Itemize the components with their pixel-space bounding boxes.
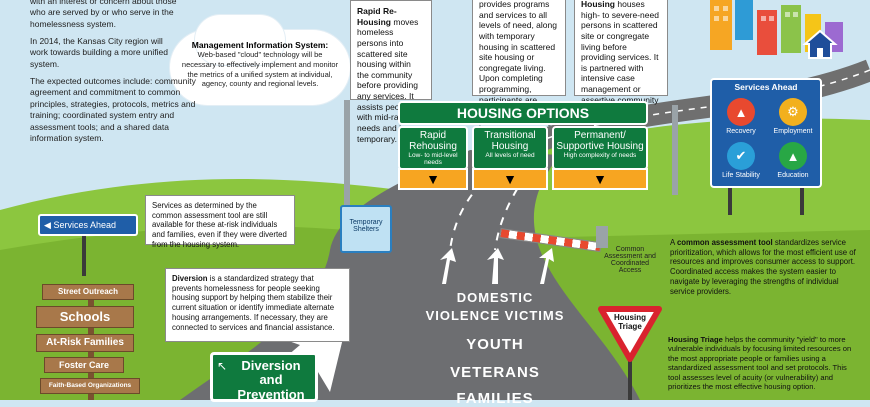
- intro-paragraph: with an interest or concern about those …: [30, 0, 177, 29]
- arrow-down-icon: ▼: [593, 171, 607, 187]
- arrow-up-left-icon: ↖: [217, 359, 228, 373]
- lane-arrow-panel: ▼: [552, 168, 648, 190]
- employment-icon: ⚙: [779, 98, 807, 126]
- wood-sign-faith-based: Faith-Based Organizations: [40, 378, 140, 394]
- wood-sign-foster-care: Foster Care: [44, 357, 124, 373]
- yield-sign: [598, 306, 662, 362]
- lane-arrow-panel: ▼: [472, 168, 548, 190]
- services-available-note: Services as determined by the common ass…: [145, 195, 295, 249]
- lane-title: Rapid Rehousing: [409, 130, 457, 152]
- home-icon: [802, 29, 838, 59]
- road-lane-arrows: [440, 248, 554, 284]
- note-pre: A: [670, 238, 677, 247]
- road-word: FAMILIES: [456, 390, 534, 407]
- note-title: common assessment tool: [676, 238, 773, 247]
- intro-paragraph: In 2014, the Kansas City region will wor…: [30, 36, 168, 69]
- lane-sign-rapid-rehousing: Rapid Rehousing Low- to mid-level needs: [398, 126, 468, 170]
- mis-body: Web-based "cloud" technology will be nec…: [181, 50, 339, 89]
- lane-sign-permanent-housing: Permanent/ Supportive Housing High compl…: [552, 126, 648, 170]
- note-body: moves homeless persons into scattered si…: [357, 16, 419, 144]
- housing-options-sign: HOUSING OPTIONS: [398, 101, 648, 125]
- sign-post: [82, 236, 86, 276]
- permanent-housing-note: Housing houses high- to severe-need pers…: [574, 0, 668, 115]
- intro-paragraph: The expected outcomes include: community…: [30, 76, 196, 144]
- note-title: Housing Triage: [668, 335, 723, 344]
- service-item-life-stability: ✔ Life Stability: [718, 142, 764, 179]
- rapid-rehousing-note: Rapid Re-Housing moves homeless persons …: [350, 0, 432, 144]
- road-word: DOMESTIC: [456, 290, 534, 305]
- sign-post: [800, 180, 804, 215]
- diversion-prevention-sign: ↖ Diversion and Prevention: [210, 352, 318, 402]
- assessment-gate-post: [596, 226, 608, 248]
- service-item-employment: ⚙ Employment: [770, 98, 816, 135]
- wood-sign-schools: Schools: [36, 306, 134, 328]
- service-label: Education: [777, 172, 809, 179]
- triage-label: Housing Triage: [614, 313, 646, 331]
- note-title: Housing: [581, 0, 615, 9]
- temporary-shelters-bus-stop: Temporary Shelters: [340, 205, 392, 253]
- mis-callout: Management Information System: Web-based…: [180, 40, 340, 89]
- lane-title: Transitional Housing: [484, 130, 536, 152]
- lane-sign-transitional-housing: Transitional Housing All levels of need: [472, 126, 548, 170]
- note-body: houses high- to severe-need persons in s…: [581, 0, 659, 115]
- gate-label: Common Assessment and Coordinated Access: [604, 246, 656, 274]
- service-label: Life Stability: [722, 172, 760, 179]
- note-title: Rapid Re-Housing: [357, 6, 397, 27]
- sign-post: [672, 105, 678, 195]
- road-word: VIOLENCE VICTIMS: [425, 308, 565, 323]
- lane-sub: All levels of need: [485, 152, 535, 159]
- diversion-note: Diversion is a standardized strategy tha…: [165, 268, 350, 342]
- sign-post: [628, 350, 632, 400]
- service-item-recovery: ▲ Recovery: [718, 98, 764, 135]
- housing-triage-note: Housing Triage helps the community "yiel…: [662, 330, 866, 400]
- sign-label: Diversion and Prevention: [237, 358, 305, 402]
- lane-arrow-panel: ▼: [398, 168, 468, 190]
- note-body: is a standardized strategy that prevents…: [172, 274, 335, 332]
- service-label: Recovery: [726, 128, 756, 135]
- recovery-icon: ▲: [727, 98, 755, 126]
- cloud: [195, 15, 285, 65]
- left-services-ahead-sign: ◀ Services Ahead: [38, 214, 138, 236]
- services-ahead-title: Services Ahead: [734, 82, 798, 92]
- service-item-education: ▲ Education: [770, 142, 816, 179]
- lane-sub: High complexity of needs: [563, 152, 637, 159]
- services-ahead-sign: Services Ahead ▲ Recovery ⚙ Employment ✔…: [710, 78, 822, 188]
- road-word: YOUTH: [466, 336, 524, 353]
- note-body: helps the community "yield" to more vuln…: [668, 335, 852, 392]
- wood-sign-street-outreach: Street Outreach: [42, 284, 134, 300]
- mis-title: Management Information System:: [191, 40, 329, 50]
- note-body: Services as determined by the common ass…: [152, 201, 287, 249]
- shelter-label: Temporary Shelters: [349, 219, 383, 233]
- service-label: Employment: [773, 128, 813, 135]
- wood-sign-at-risk-families: At-Risk Families: [36, 334, 134, 352]
- sign-label: Services Ahead: [53, 220, 116, 230]
- lane-title: Permanent/ Supportive Housing: [556, 130, 644, 152]
- transitional-housing-note: provides programs and services to all le…: [472, 0, 566, 126]
- handshake-icon: ✔: [727, 142, 755, 170]
- sign-post: [728, 180, 732, 215]
- note-body: standardizes service prioritization, whi…: [670, 238, 856, 296]
- arrow-down-icon: ▼: [503, 171, 517, 187]
- common-assessment-tool-note: A common assessment tool standardizes se…: [664, 233, 866, 303]
- note-title: Diversion: [172, 274, 208, 283]
- graduation-icon: ▲: [779, 142, 807, 170]
- arrow-left-icon: ◀: [44, 220, 51, 230]
- road-word: VETERANS: [450, 364, 540, 381]
- arrow-down-icon: ▼: [426, 171, 440, 187]
- lane-sub: Low- to mid-level needs: [408, 152, 458, 167]
- sign-post: [344, 100, 350, 250]
- city-skyline-illustration: [710, 0, 843, 55]
